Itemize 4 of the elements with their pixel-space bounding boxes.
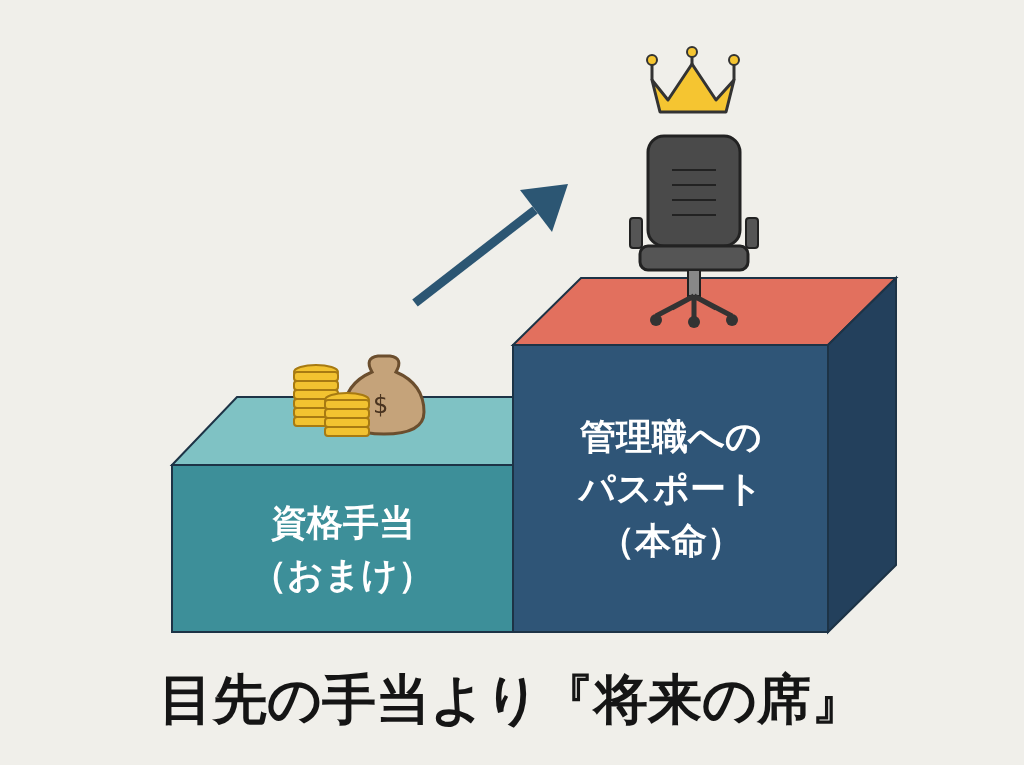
dollar-sign: $: [373, 393, 389, 417]
title: 目先の手当より『将来の席』: [158, 667, 866, 733]
block-label: 資格手当（おまけ）: [250, 500, 435, 597]
block-label: 管理職へのパスポート（本命）: [577, 414, 764, 563]
